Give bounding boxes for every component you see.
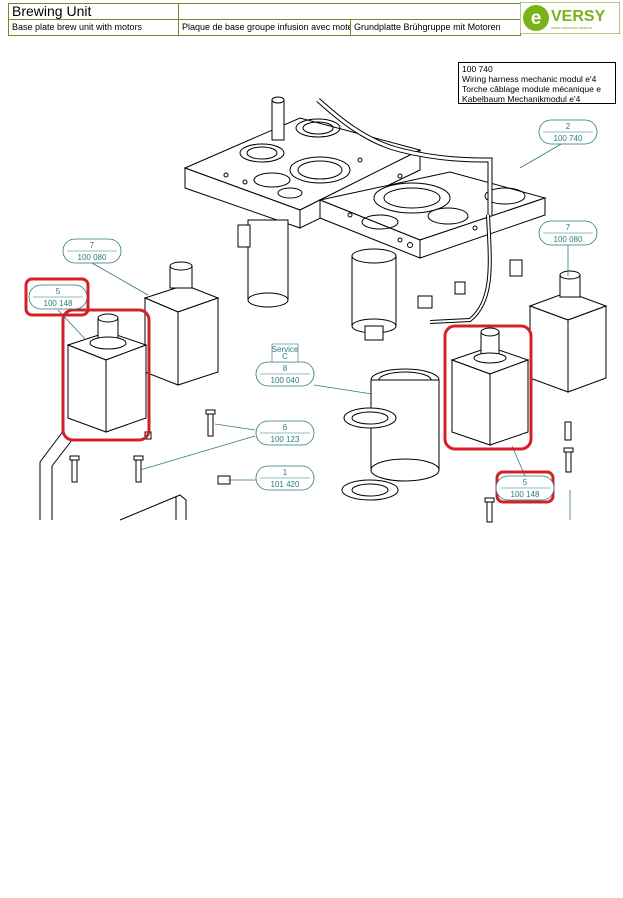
- callout-number: 1: [283, 468, 288, 477]
- callout-1-6: 1 101 420: [255, 465, 315, 491]
- eversys-logo: e VERSY swiss espresso system: [520, 2, 620, 34]
- service-tag: Service: [272, 345, 299, 354]
- callout-2-0: 2 100 740: [538, 119, 598, 145]
- highlight-motor-right: [443, 324, 533, 451]
- part-legend: 100 740 Wiring harness mechanic modul e'…: [458, 62, 616, 104]
- legend-fr: Torche câblage module mécanique e: [462, 84, 601, 94]
- legend-en: Wiring harness mechanic modul e'4: [462, 74, 597, 84]
- motor-right-front: [450, 327, 530, 446]
- callout-number: 8: [283, 364, 288, 373]
- callout-number: 7: [566, 223, 571, 232]
- header-table: Brewing Unit Base plate brew unit with m…: [8, 3, 620, 36]
- callout-7-2: 7 100 080: [538, 220, 598, 246]
- service-tag-sub: C: [282, 352, 288, 361]
- brew-chamber: [341, 368, 440, 501]
- legend-code: 100 740: [462, 64, 493, 74]
- wiring-harness: [316, 98, 523, 324]
- highlight-motor-left: [61, 308, 151, 442]
- callout-part-number: 100 148: [44, 299, 73, 308]
- frame-parts: [39, 429, 187, 521]
- callout-part-number: 100 040: [271, 376, 300, 385]
- callout-6-5: 6 100 123: [255, 420, 315, 446]
- callout-number: 2: [566, 122, 571, 131]
- callout-5-7: 5 100 148: [495, 475, 555, 501]
- callout-part-number: 100 740: [554, 134, 583, 143]
- callout-number: 6: [283, 423, 288, 432]
- logo-letter: e: [531, 8, 542, 29]
- callout-number: 5: [523, 478, 528, 487]
- logo-wordmark: VERSY: [551, 8, 606, 25]
- callout-part-number: 101 420: [271, 480, 300, 489]
- motor-left-front: [66, 313, 148, 433]
- callout-part-number: 100 080: [78, 253, 107, 262]
- highlight-callout-left: [24, 277, 90, 317]
- motor-left-back: [143, 261, 220, 386]
- callout-5-3: 5 100 148: [28, 284, 88, 310]
- callout-part-number: 100 123: [271, 435, 300, 444]
- callout-part-number: 100 148: [511, 490, 540, 499]
- callout-number: 5: [56, 287, 61, 296]
- motor-right-back: [528, 270, 608, 393]
- screws: [69, 409, 574, 523]
- callout-part-number: 100 080: [554, 235, 583, 244]
- callouts: 2 100 740 7 100 080 7 100 080 5 100 148 8 100 040…: [28, 119, 598, 501]
- legend-de: Kabelbaum Mechanikmodul e'4: [462, 94, 581, 104]
- callout-number: 7: [90, 241, 95, 250]
- highlights: [24, 277, 555, 504]
- logo-tagline: swiss espresso system: [551, 25, 593, 30]
- cylinders: [237, 96, 397, 341]
- callout-7-1: 7 100 080: [62, 238, 122, 264]
